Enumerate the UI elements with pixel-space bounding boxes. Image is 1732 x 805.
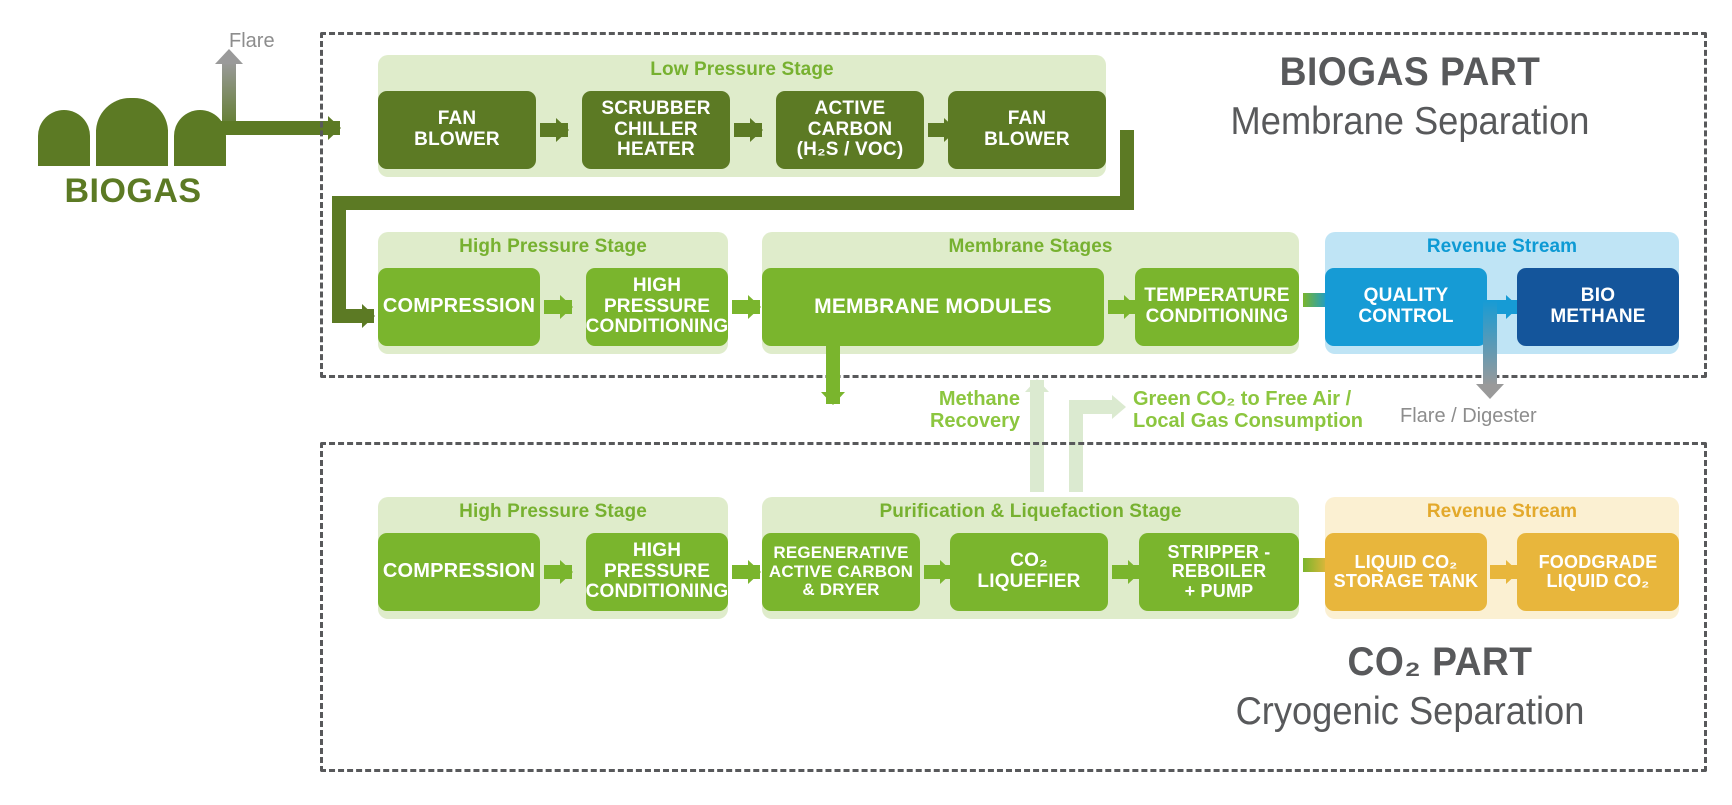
label-line: Local Gas Consumption bbox=[1133, 410, 1364, 433]
label-line: Recovery bbox=[929, 410, 1020, 433]
wrap-connector-vertical-right bbox=[1120, 130, 1134, 210]
box-line: + PUMP bbox=[1184, 580, 1254, 601]
wrap-connector-vertical-left bbox=[332, 196, 346, 316]
flare-arrow bbox=[222, 62, 236, 134]
stage-title-revenue-co2: Revenue Stream bbox=[1426, 501, 1578, 522]
box-line: ACTIVE bbox=[814, 98, 886, 120]
box-line: STRIPPER - bbox=[1167, 541, 1271, 562]
label-line: Green CO₂ to Free Air / bbox=[1133, 388, 1352, 410]
label-line: Methane bbox=[938, 388, 1020, 410]
stage-title-revenue-biogas: Revenue Stream bbox=[1426, 236, 1578, 257]
box-line: CARBON bbox=[807, 118, 893, 140]
co2-part-title: CO₂ PART bbox=[1282, 640, 1598, 685]
box-line: CONDITIONING bbox=[585, 316, 729, 338]
box-line: & DRYER bbox=[802, 580, 880, 600]
box-line: REGENERATIVE bbox=[773, 543, 909, 563]
biogas-part-frame bbox=[320, 32, 1707, 378]
box-line: BIO bbox=[1580, 285, 1616, 307]
box-line: CONDITIONING bbox=[1145, 306, 1289, 327]
box-line: CHILLER bbox=[614, 118, 698, 140]
box-line: CONDITIONING bbox=[585, 581, 729, 603]
box-line: REBOILER bbox=[1171, 561, 1267, 582]
co2-part-subtitle: Cryogenic Separation bbox=[1235, 690, 1585, 733]
box-line: LIQUEFIER bbox=[977, 571, 1081, 592]
stage-title-low-pressure: Low Pressure Stage bbox=[650, 59, 834, 80]
process-box-bio-methane[interactable]: BIO METHANE bbox=[1517, 268, 1679, 346]
stage-title-membrane: Membrane Stages bbox=[948, 236, 1113, 257]
process-box-compression-co2[interactable]: COMPRESSION bbox=[378, 533, 540, 611]
box-line: COMPRESSION bbox=[382, 560, 536, 583]
co2-part-title-text: CO₂ PART bbox=[1347, 640, 1533, 684]
box-line: HIGH bbox=[632, 275, 682, 297]
process-box-high-pressure-conditioning-biogas[interactable]: HIGH PRESSURE CONDITIONING bbox=[586, 268, 728, 346]
box-line: BLOWER bbox=[984, 129, 1070, 150]
flare-digester-arrow bbox=[1483, 300, 1497, 386]
stage-title-high-pressure-biogas: High Pressure Stage bbox=[459, 236, 647, 257]
flare-digester-arrow-head bbox=[1476, 384, 1504, 399]
box-line: CONTROL bbox=[1358, 306, 1454, 327]
arrow-purification-to-revenue bbox=[1303, 558, 1329, 572]
flare-arrow-head bbox=[215, 49, 243, 64]
box-line: CO₂ bbox=[1010, 550, 1048, 572]
co2-part-frame bbox=[320, 442, 1707, 772]
stage-title-purification: Purification & Liquefaction Stage bbox=[879, 501, 1182, 522]
process-box-fan-blower-2[interactable]: FAN BLOWER bbox=[948, 91, 1106, 169]
box-line: FAN bbox=[437, 108, 477, 130]
process-box-temperature-conditioning[interactable]: TEMPERATURE CONDITIONING bbox=[1135, 268, 1299, 346]
box-line: PRESSURE bbox=[603, 295, 711, 317]
process-box-compression-biogas[interactable]: COMPRESSION bbox=[378, 268, 540, 346]
biogas-part-subtitle: Membrane Separation bbox=[1230, 100, 1590, 143]
process-box-active-carbon[interactable]: ACTIVE CARBON (H₂S / VOC) bbox=[776, 91, 924, 169]
green-co2-elbow-arrow-head bbox=[1112, 395, 1126, 419]
process-box-membrane-modules[interactable]: MEMBRANE MODULES bbox=[762, 268, 1104, 346]
box-line: FOODGRADE bbox=[1538, 551, 1658, 572]
process-box-high-pressure-conditioning-co2[interactable]: HIGH PRESSURE CONDITIONING bbox=[586, 533, 728, 611]
process-box-liquid-co2-storage-tank[interactable]: LIQUID CO₂ STORAGE TANK bbox=[1325, 533, 1487, 611]
methane-recovery-label: Methane Recovery bbox=[925, 388, 1020, 433]
box-line: QUALITY bbox=[1363, 285, 1449, 307]
box-line: SCRUBBER bbox=[601, 98, 711, 120]
box-line: HIGH bbox=[632, 540, 682, 562]
box-line: PRESSURE bbox=[603, 560, 711, 582]
process-box-regenerative-active-carbon[interactable]: REGENERATIVE ACTIVE CARBON & DRYER bbox=[762, 533, 920, 611]
box-line: MEMBRANE MODULES bbox=[814, 294, 1052, 318]
box-line: BLOWER bbox=[414, 129, 500, 150]
box-line: LIQUID CO₂ bbox=[1354, 551, 1458, 572]
green-co2-label: Green CO₂ to Free Air / Local Gas Consum… bbox=[1133, 388, 1363, 433]
arrow-membrane-to-revenue bbox=[1303, 293, 1329, 307]
box-line: COMPRESSION bbox=[382, 295, 536, 318]
process-box-fan-blower-1[interactable]: FAN BLOWER bbox=[378, 91, 536, 169]
box-line: METHANE bbox=[1550, 306, 1646, 327]
biogas-digester-icon bbox=[38, 98, 226, 166]
box-line: STORAGE TANK bbox=[1333, 571, 1479, 591]
box-line: ACTIVE CARBON bbox=[768, 561, 914, 581]
box-line: TEMPERATURE bbox=[1144, 285, 1290, 307]
green-co2-elbow-horizontal bbox=[1069, 400, 1114, 414]
wrap-connector-horizontal bbox=[332, 196, 1134, 210]
box-line: FAN bbox=[1007, 108, 1047, 130]
box-line: (H₂S / VOC) bbox=[796, 139, 904, 161]
green-co2-elbow-vertical bbox=[1069, 400, 1083, 492]
process-box-stripper-reboiler-pump[interactable]: STRIPPER - REBOILER + PUMP bbox=[1139, 533, 1299, 611]
flare-label: Flare bbox=[229, 30, 275, 52]
process-box-co2-liquefier[interactable]: CO₂ LIQUEFIER bbox=[950, 533, 1108, 611]
process-box-foodgrade-liquid-co2[interactable]: FOODGRADE LIQUID CO₂ bbox=[1517, 533, 1679, 611]
process-box-quality-control[interactable]: QUALITY CONTROL bbox=[1325, 268, 1487, 346]
flare-digester-label: Flare / Digester bbox=[1400, 405, 1537, 427]
biogas-source-label: BIOGAS bbox=[64, 172, 202, 210]
stage-title-high-pressure-co2: High Pressure Stage bbox=[459, 501, 647, 522]
box-line: HEATER bbox=[617, 139, 695, 161]
biogas-part-title: BIOGAS PART bbox=[1279, 50, 1541, 94]
box-line: LIQUID CO₂ bbox=[1546, 571, 1650, 591]
process-box-scrubber-chiller-heater[interactable]: SCRUBBER CHILLER HEATER bbox=[582, 91, 730, 169]
